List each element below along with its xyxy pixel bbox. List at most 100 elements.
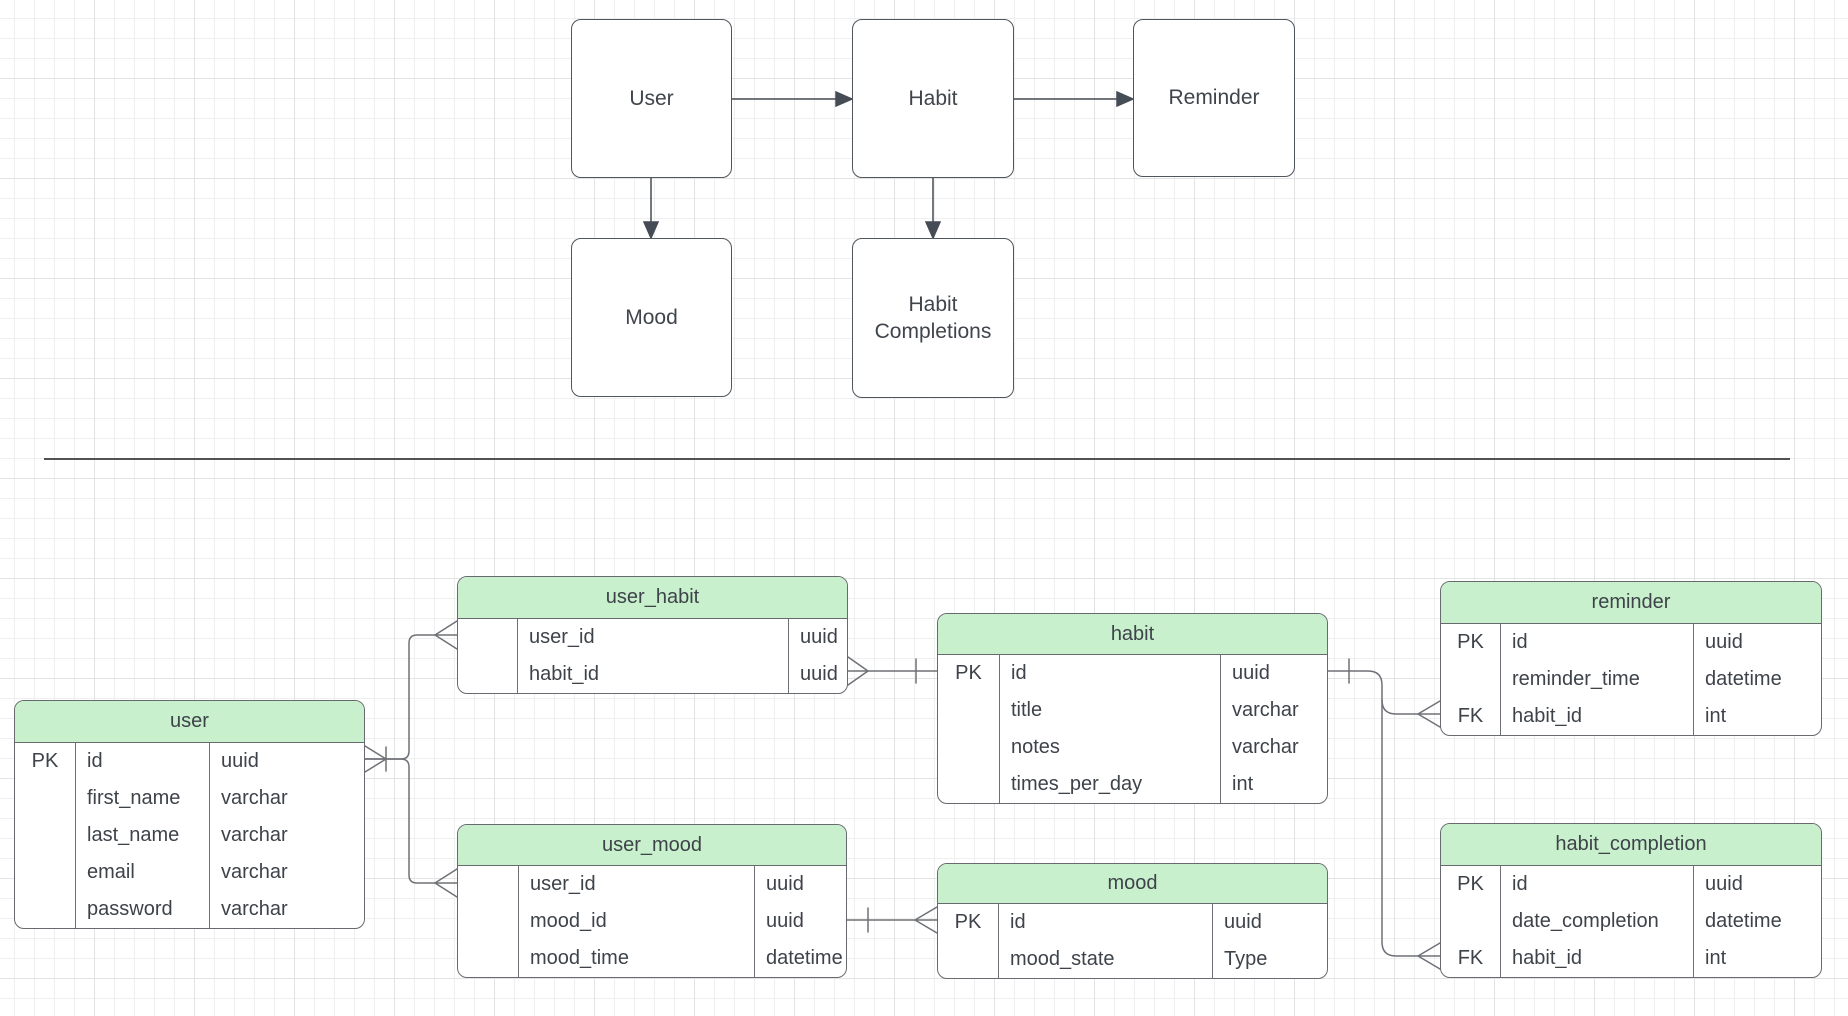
row-key: PK (954, 911, 982, 933)
row-key (938, 766, 999, 803)
table-row: title varchar (938, 692, 1327, 729)
row-type: uuid (788, 619, 847, 656)
row-key (1441, 661, 1500, 698)
row-field: id (1500, 866, 1693, 903)
erd-table-user-mood-title: user_mood (458, 825, 846, 866)
row-field: notes (999, 729, 1220, 766)
arrow-habit-to-habit-completions[interactable] (924, 178, 942, 240)
flow-node-habit-label: Habit (908, 86, 958, 110)
table-row: habit_id uuid (458, 656, 847, 693)
erd-table-mood[interactable]: mood PK id uuid mood_state Type (937, 863, 1328, 979)
row-key (938, 941, 998, 978)
row-field: date_completion (1500, 903, 1693, 940)
row-field: habit_id (517, 656, 788, 693)
row-type: uuid (1693, 624, 1821, 661)
row-key (15, 817, 75, 854)
table-row: email varchar (15, 854, 364, 891)
row-key: PK (955, 662, 982, 684)
table-row: user_id uuid (458, 866, 846, 903)
cardinality-one-user (364, 745, 387, 773)
arrow-user-to-mood[interactable] (642, 178, 660, 240)
row-key (938, 692, 999, 729)
erd-table-user-mood[interactable]: user_mood user_id uuid mood_id uuid mood… (457, 824, 847, 978)
flow-node-user[interactable]: User (571, 19, 732, 178)
row-key (938, 729, 999, 766)
row-field: reminder_time (1500, 661, 1693, 698)
table-row: FK habit_id int (1441, 698, 1821, 735)
table-row: PK id uuid (15, 743, 364, 780)
table-row: last_name varchar (15, 817, 364, 854)
flow-node-habit-completions-label: Habit Completions (874, 292, 992, 343)
row-type: datetime (1693, 661, 1821, 698)
row-type: varchar (209, 817, 364, 854)
row-type: int (1693, 940, 1821, 977)
table-row: PK id uuid (938, 655, 1327, 692)
table-row: mood_id uuid (458, 903, 846, 940)
row-type: uuid (1212, 904, 1327, 941)
row-field: last_name (75, 817, 209, 854)
row-key: FK (1457, 705, 1484, 727)
row-field: user_id (518, 866, 754, 903)
table-row: FK habit_id int (1441, 940, 1821, 977)
erd-table-habit-completion[interactable]: habit_completion PK id uuid date_complet… (1440, 823, 1822, 978)
row-key: PK (1457, 873, 1484, 895)
erd-table-reminder[interactable]: reminder PK id uuid reminder_time dateti… (1440, 581, 1822, 736)
table-row: mood_time datetime (458, 940, 846, 977)
row-key (458, 866, 518, 903)
erd-table-mood-title: mood (938, 864, 1327, 904)
row-type: uuid (754, 866, 846, 903)
connector-habit-reminder[interactable] (1381, 699, 1441, 715)
row-field: habit_id (1500, 940, 1693, 977)
connector-user-usermood[interactable] (364, 758, 458, 884)
flow-node-reminder[interactable]: Reminder (1133, 19, 1295, 177)
row-type: uuid (209, 743, 364, 780)
crowsfoot-userhabit (434, 620, 458, 650)
row-type: int (1220, 766, 1327, 803)
row-type: varchar (209, 854, 364, 891)
erd-table-user-habit[interactable]: user_habit user_id uuid habit_id uuid (457, 576, 848, 694)
flow-node-habit[interactable]: Habit (852, 19, 1014, 178)
flow-node-mood[interactable]: Mood (571, 238, 732, 397)
erd-table-user-habit-title: user_habit (458, 577, 847, 619)
row-key: PK (1457, 631, 1484, 653)
row-type: varchar (1220, 692, 1327, 729)
table-row: PK id uuid (1441, 866, 1821, 903)
table-row: PK id uuid (938, 904, 1327, 941)
arrow-user-to-habit[interactable] (732, 90, 854, 108)
row-type: int (1693, 698, 1821, 735)
arrow-habit-to-reminder[interactable] (1014, 90, 1135, 108)
row-key (15, 780, 75, 817)
row-key (458, 940, 518, 977)
row-key (1441, 903, 1500, 940)
erd-table-habit[interactable]: habit PK id uuid title varchar notes var… (937, 613, 1328, 804)
row-field: user_id (517, 619, 788, 656)
row-field: mood_id (518, 903, 754, 940)
table-row: date_completion datetime (1441, 903, 1821, 940)
row-field: title (999, 692, 1220, 729)
crowsfoot-usermood (434, 868, 458, 898)
connector-habit-habitcompletion[interactable] (1327, 670, 1441, 957)
row-field: password (75, 891, 209, 928)
connector-user-userhabit[interactable] (364, 634, 458, 760)
row-type: varchar (209, 891, 364, 928)
row-key (15, 854, 75, 891)
row-field: email (75, 854, 209, 891)
flow-node-habit-completions[interactable]: Habit Completions (852, 238, 1014, 398)
table-row: first_name varchar (15, 780, 364, 817)
row-field: times_per_day (999, 766, 1220, 803)
table-row: password varchar (15, 891, 364, 928)
row-type: uuid (788, 656, 847, 693)
row-type: Type (1212, 941, 1327, 978)
table-row: mood_state Type (938, 941, 1327, 978)
erd-table-user[interactable]: user PK id uuid first_name varchar last_… (14, 700, 365, 929)
crowsfoot-habitcompletion (1417, 942, 1441, 970)
erd-table-habit-completion-title: habit_completion (1441, 824, 1821, 866)
row-key (15, 891, 75, 928)
row-field: first_name (75, 780, 209, 817)
crowsfoot-userhabit-right (847, 656, 869, 686)
erd-table-habit-title: habit (938, 614, 1327, 655)
row-type: uuid (754, 903, 846, 940)
table-row: times_per_day int (938, 766, 1327, 803)
